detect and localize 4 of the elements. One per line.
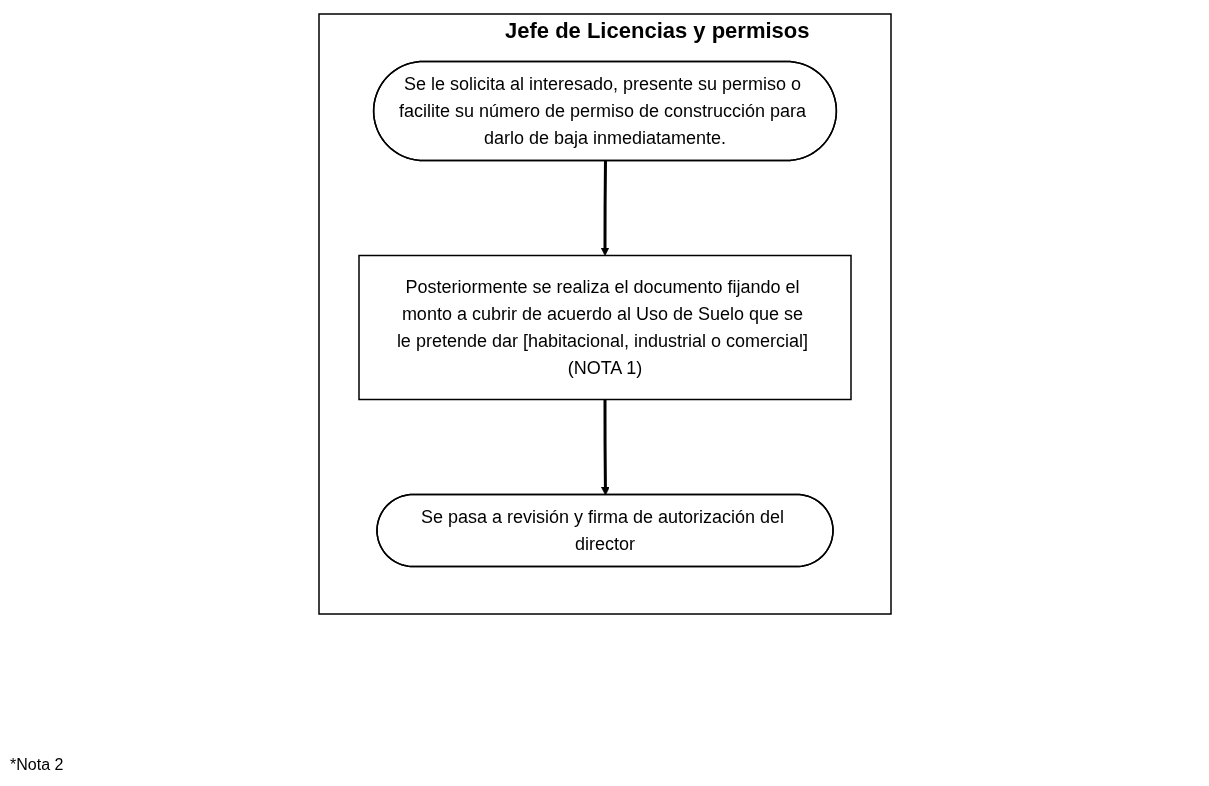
node-box: Posteriormente se realiza el documento fijando el monto a cubrir de acuerdo al Uso de Suelo que se le pretende dar [habitacional, industrial o comercial] (NOTA 1) bbox=[357, 254, 852, 401]
arrow bbox=[600, 399, 610, 496]
arrow bbox=[600, 161, 609, 256]
note-text: *Nota 2 bbox=[10, 756, 65, 774]
